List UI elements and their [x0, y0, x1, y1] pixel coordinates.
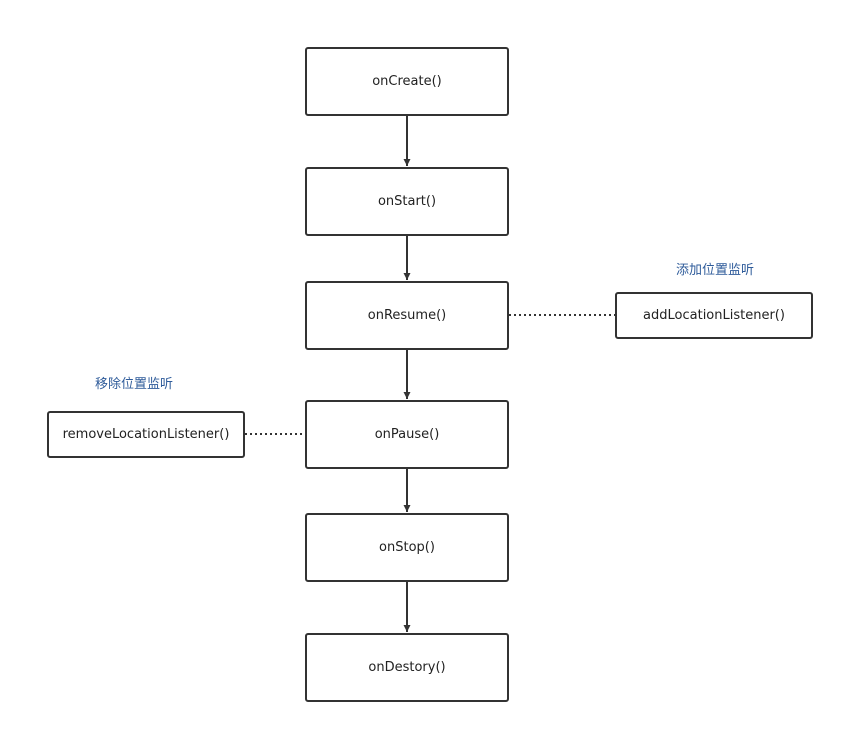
node-on-pause: onPause(): [305, 400, 509, 469]
node-add-location-listener: addLocationListener(): [615, 292, 813, 339]
node-on-destroy: onDestory(): [305, 633, 509, 702]
note-remove-listener: 移除位置监听: [95, 377, 174, 392]
node-on-resume: onResume(): [305, 281, 509, 350]
node-remove-location-listener: removeLocationListener(): [47, 411, 245, 458]
node-on-start: onStart(): [305, 167, 509, 236]
note-add-listener: 添加位置监听: [676, 263, 755, 278]
node-on-stop: onStop(): [305, 513, 509, 582]
node-on-create: onCreate(): [305, 47, 509, 116]
